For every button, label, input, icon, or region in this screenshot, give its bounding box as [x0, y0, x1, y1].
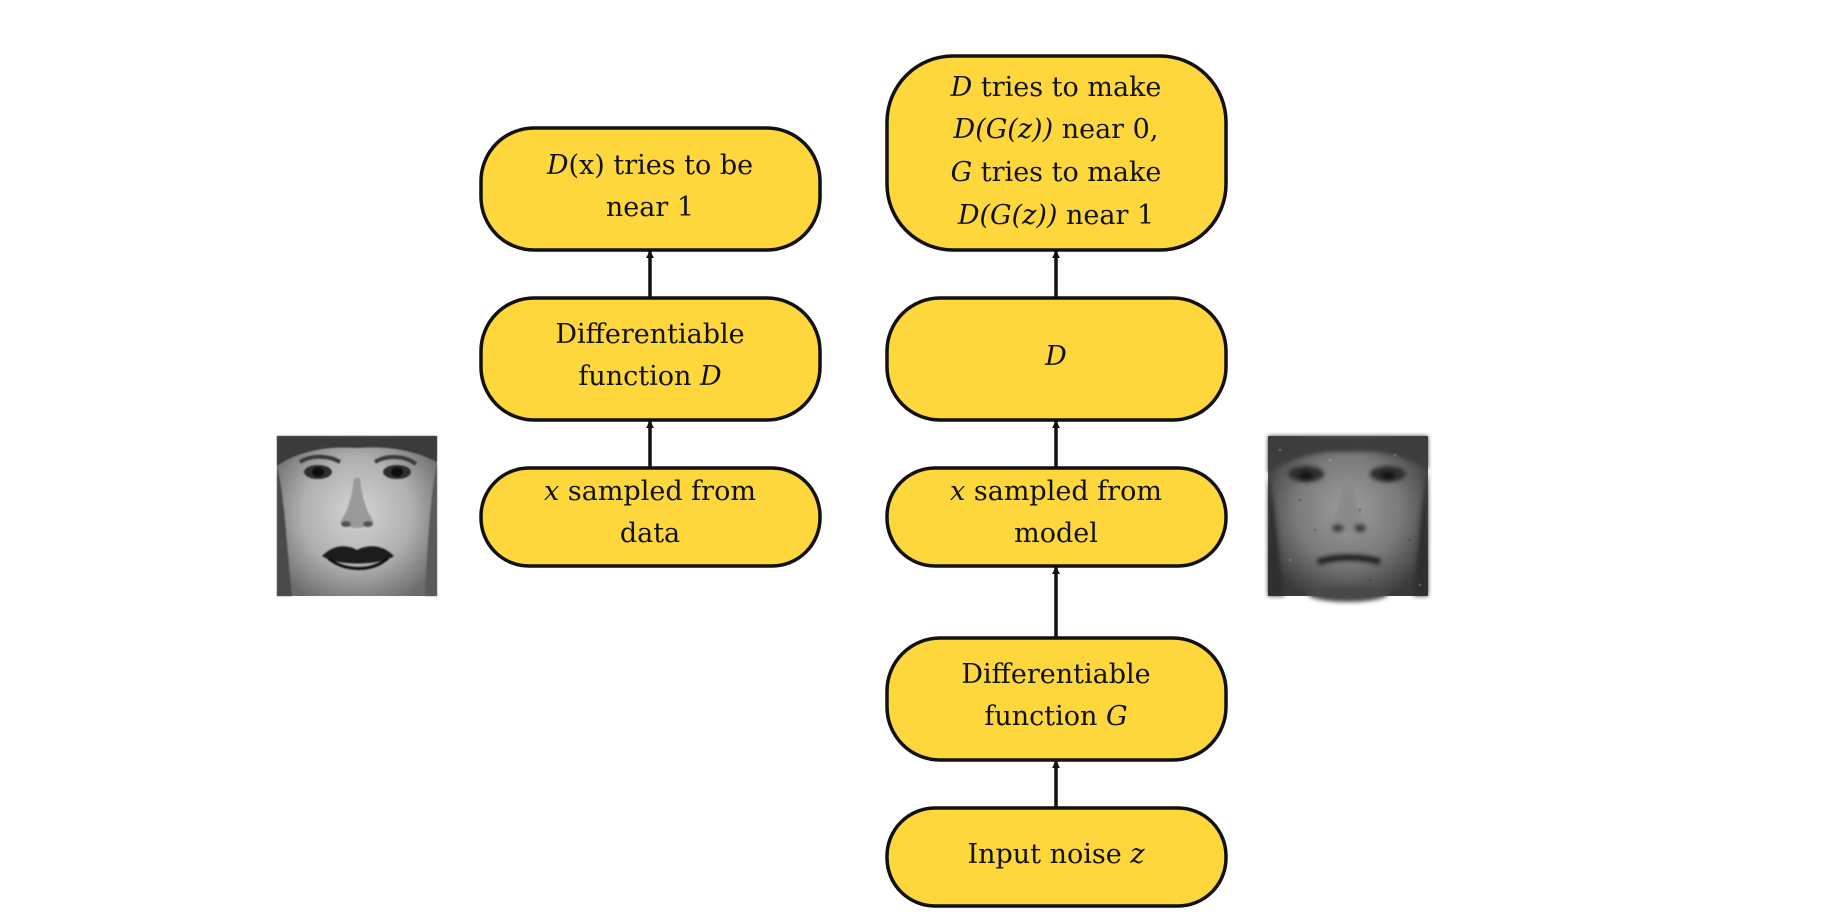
right-model-sample-line2: model: [1014, 518, 1098, 549]
right-objective-line1-seg-0: D: [950, 72, 973, 103]
right-objective-line4-seg-0: D(G(z)): [957, 200, 1058, 231]
left-discriminator-line2: function D: [578, 361, 722, 392]
left-output-line1-seg-0: D: [546, 150, 569, 181]
generated-face-photo: [1268, 436, 1428, 602]
left-output-node: D(x) tries to be near 1: [479, 126, 822, 252]
left-data-sample-line1-seg-0: x: [544, 476, 559, 507]
right-model-sample-node: x sampled from model: [885, 466, 1228, 568]
generator-line2: function G: [984, 701, 1127, 732]
right-discriminator-node: D: [885, 296, 1228, 422]
right-discriminator-label-seg-0: D: [1044, 341, 1067, 372]
right-model-sample-line2-seg-0: model: [1014, 518, 1098, 549]
input-noise-label-seg-1: z: [1129, 839, 1145, 870]
right-objective-line4-seg-1: near 1: [1057, 200, 1154, 231]
generator-line1: Differentiable: [961, 659, 1150, 690]
right-model-sample-line1-seg-1: sampled from: [965, 476, 1162, 507]
right-discriminator-label: D: [1044, 341, 1067, 372]
generator-line1-seg-0: Differentiable: [961, 659, 1150, 690]
right-objective-line3: G tries to make: [951, 157, 1162, 188]
left-output-line1: D(x) tries to be: [546, 150, 753, 181]
left-discriminator-line2-seg-1: D: [699, 361, 722, 392]
input-noise-label: Input noise z: [967, 839, 1145, 870]
left-output-line1-seg-1: (x) tries to be: [569, 150, 754, 181]
left-discriminator-line1: Differentiable: [555, 319, 744, 350]
right-objective-line4: D(G(z)) near 1: [957, 200, 1154, 231]
right-objective-line3-seg-0: G: [951, 157, 973, 188]
right-objective-line1-seg-1: tries to make: [972, 72, 1161, 103]
real-face-photo: [277, 436, 437, 596]
right-objective-line2-seg-0: D(G(z)): [953, 114, 1054, 145]
right-objective-line2: D(G(z)) near 0,: [953, 114, 1159, 145]
left-output-line2-seg-0: near 1: [606, 192, 694, 223]
left-data-sample-line1-seg-1: sampled from: [559, 476, 756, 507]
right-objective-line1: D tries to make: [950, 72, 1162, 103]
left-data-sample-line2-seg-0: data: [620, 518, 680, 549]
right-objective-node: D tries to make D(G(z)) near 0, G tries …: [885, 54, 1228, 252]
right-objective-line2-seg-1: near 0,: [1053, 114, 1158, 145]
right-model-sample-line1: x sampled from: [950, 476, 1162, 507]
right-objective-line3-seg-1: tries to make: [972, 157, 1161, 188]
left-discriminator-line2-seg-0: function: [578, 361, 700, 392]
generator-line2-seg-1: G: [1106, 701, 1128, 732]
left-data-sample-node: x sampled from data: [479, 466, 822, 568]
left-data-sample-line2: data: [620, 518, 680, 549]
noise-speckle: [1278, 448, 1422, 587]
left-discriminator-node: Differentiable function D: [479, 296, 822, 422]
left-output-line2: near 1: [606, 192, 694, 223]
generator-line2-seg-0: function: [984, 701, 1106, 732]
right-model-sample-line1-seg-0: x: [950, 476, 965, 507]
input-noise-node: Input noise z: [885, 806, 1228, 908]
left-data-sample-line1: x sampled from: [544, 476, 756, 507]
generator-node: Differentiable function G: [885, 636, 1228, 762]
input-noise-label-seg-0: Input noise: [967, 839, 1130, 870]
left-discriminator-line1-seg-0: Differentiable: [555, 319, 744, 350]
